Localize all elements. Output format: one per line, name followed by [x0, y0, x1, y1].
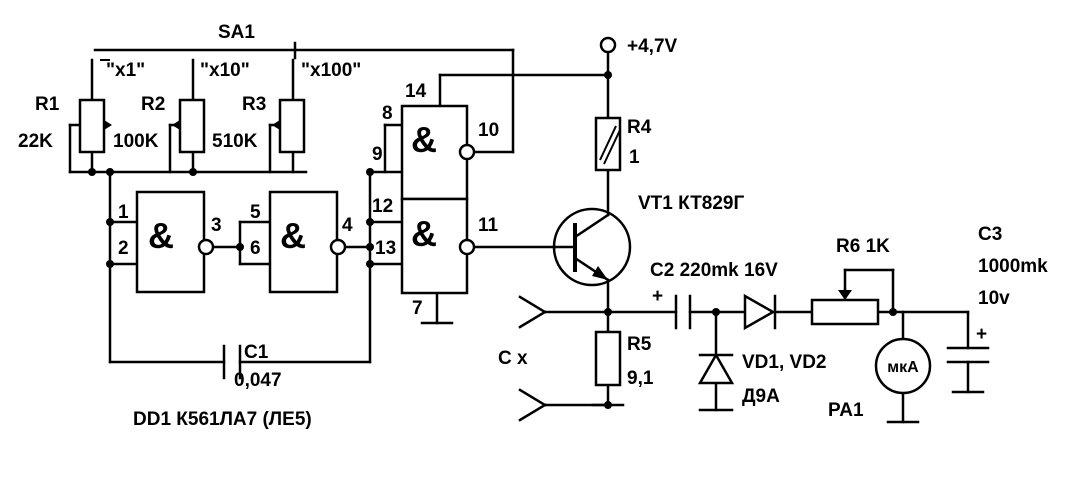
resistor-r3 — [272, 98, 306, 154]
gate-4-symbol: & — [411, 213, 437, 254]
pin-7: 7 — [412, 298, 423, 319]
transistor-label: VT1 КТ829Г — [638, 193, 745, 214]
resistor-r2 — [172, 98, 206, 154]
r4-value: 1 — [629, 147, 640, 168]
r6-label: R6 1K — [836, 236, 890, 257]
pin-10: 10 — [478, 120, 499, 141]
c3-plus: + — [976, 324, 987, 345]
r3-name: R3 — [242, 94, 266, 115]
r1-value: 22K — [18, 131, 53, 152]
pin-2: 2 — [118, 238, 129, 259]
pin-13: 13 — [375, 238, 396, 259]
junction-dots — [88, 71, 897, 409]
r3-value: 510K — [212, 131, 258, 152]
supply-label: +4,7V — [627, 36, 678, 57]
c3-voltage: 10v — [978, 288, 1010, 309]
c2-label: C2 220mk 16V — [650, 260, 778, 281]
gate-2: & — [268, 190, 347, 294]
diodes-name: VD1, VD2 — [742, 352, 826, 373]
pin-8: 8 — [382, 103, 393, 124]
gate-2-symbol: & — [280, 215, 306, 256]
gate-3: & — [400, 104, 476, 201]
r2-value: 100K — [113, 131, 159, 152]
pin-4: 4 — [342, 215, 353, 236]
gate-1: & — [135, 190, 215, 294]
c3-value: 1000mk — [978, 256, 1048, 277]
resistor-r4 — [594, 116, 622, 172]
gate-4: & — [400, 197, 476, 295]
diode-vd1 — [697, 352, 735, 385]
switch-name: SA1 — [218, 22, 255, 43]
meter-symbol: мкА — [887, 359, 919, 376]
pin-14: 14 — [405, 81, 427, 102]
resistor-r1 — [78, 98, 112, 154]
switch-pos-x1: "x1" — [106, 60, 145, 81]
pin-9: 9 — [372, 144, 383, 165]
r4-name: R4 — [627, 117, 652, 138]
meter-name: PA1 — [828, 400, 864, 421]
r5-name: R5 — [627, 334, 652, 355]
capacitor-c1 — [222, 344, 242, 380]
pin-5: 5 — [250, 202, 261, 223]
capacitor-c2 — [674, 294, 692, 330]
capacitor-c3 — [946, 346, 990, 364]
chip-title: DD1 К561ЛА7 (ЛЕ5) — [133, 409, 312, 430]
input-label: C x — [498, 348, 528, 369]
pin-12: 12 — [372, 196, 393, 217]
r2-name: R2 — [141, 94, 165, 115]
diodes-type: Д9А — [742, 386, 780, 407]
c3-name: C3 — [978, 224, 1002, 245]
resistor-r5 — [594, 330, 622, 387]
r5-value: 9,1 — [627, 368, 654, 389]
transistor-vt1 — [552, 207, 632, 287]
c1-name: C1 — [244, 342, 269, 363]
supply-terminal — [599, 36, 617, 54]
pin-6: 6 — [250, 238, 261, 259]
labels: SA1 "x1" "x10" "x100" R1 22K R2 100K R3 … — [18, 22, 1048, 430]
c2-plus: + — [652, 286, 663, 307]
r1-name: R1 — [35, 94, 60, 115]
pin-11: 11 — [478, 215, 499, 236]
pin-1: 1 — [118, 202, 129, 223]
diode-vd2 — [743, 293, 777, 331]
gate-1-symbol: & — [148, 215, 174, 256]
pin-3: 3 — [211, 215, 222, 236]
c1-value: 0,047 — [234, 370, 282, 391]
resistor-r6 — [810, 290, 880, 326]
switch-pos-x10: "x10" — [200, 60, 250, 81]
gate-3-symbol: & — [411, 119, 437, 160]
meter-pa1: мкА — [874, 337, 932, 395]
switch-pos-x100: "x100" — [301, 60, 361, 81]
